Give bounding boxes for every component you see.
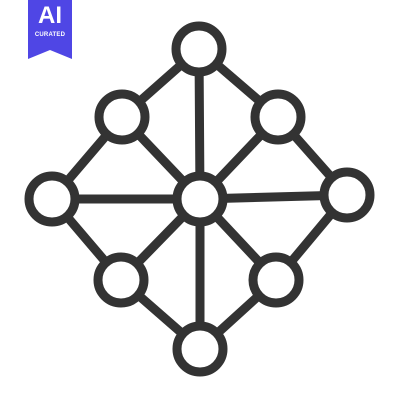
center-node	[172, 171, 228, 227]
ai-curated-badge: AI CURATED	[28, 0, 72, 59]
network-nodes	[24, 21, 375, 377]
bottom-node	[172, 321, 228, 377]
top-node	[171, 21, 227, 77]
left-node	[24, 171, 80, 227]
lower-left-node	[93, 252, 149, 308]
badge-ribbon-shape	[28, 0, 72, 59]
lower-right-node	[248, 252, 304, 308]
right-node	[319, 167, 375, 223]
badge-title: AI	[38, 2, 62, 29]
upper-left-node	[94, 89, 150, 145]
badge-subtitle: CURATED	[34, 32, 66, 38]
upper-right-node	[250, 89, 306, 145]
